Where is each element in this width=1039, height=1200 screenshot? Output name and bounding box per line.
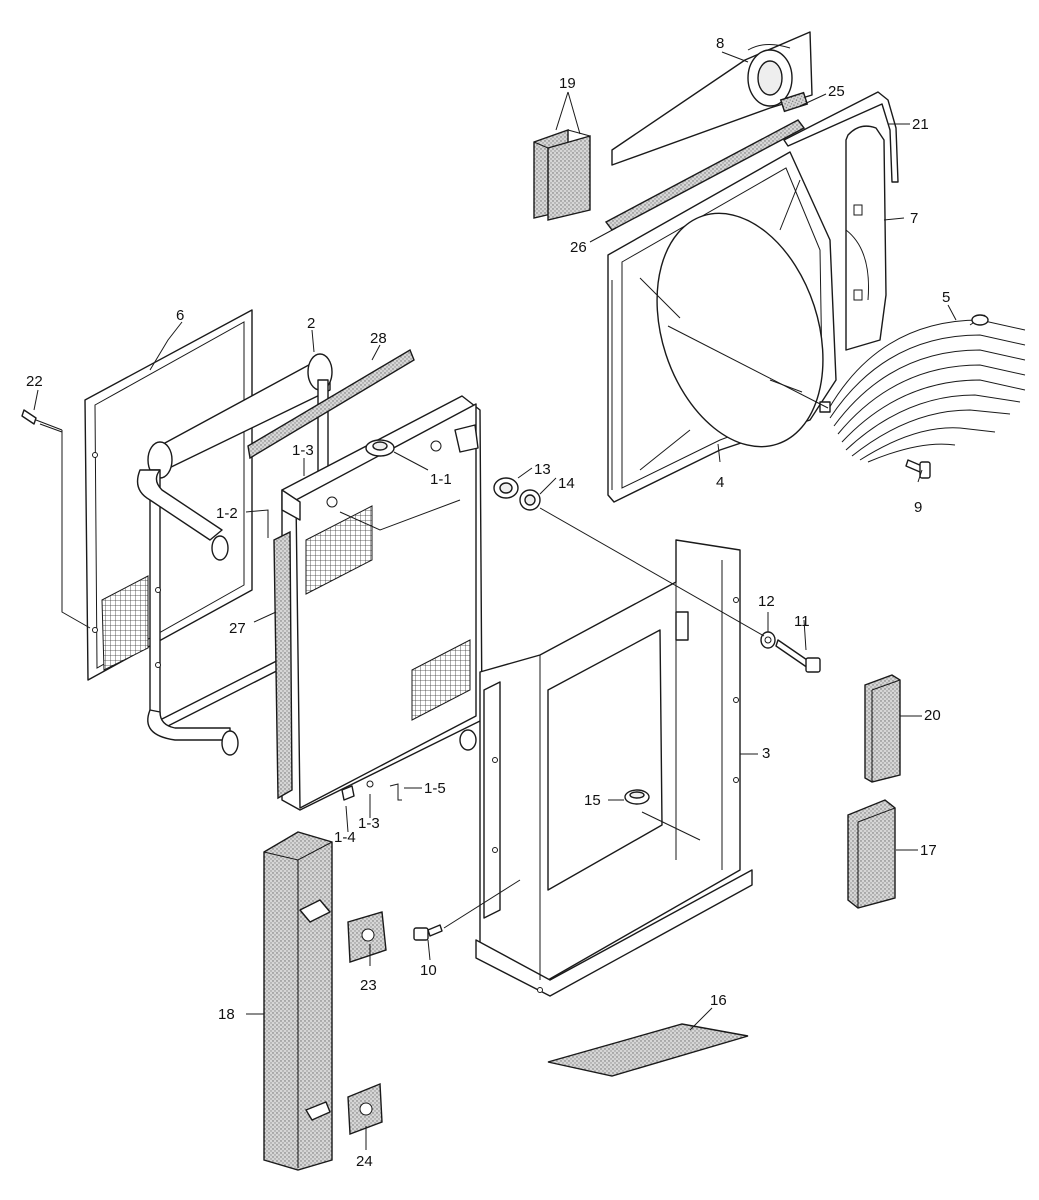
part-8-upper-duct (611, 31, 813, 166)
callout-11: 11 (794, 613, 810, 630)
part-1-radiator-core (281, 395, 483, 811)
part-22-wing-bolt (21, 409, 91, 629)
part-14-bushing (519, 489, 541, 511)
part-11-bolt (775, 639, 821, 673)
part-13-bushing (493, 477, 519, 499)
callout-1-4: 1-4 (334, 829, 356, 846)
callout-1-3a: 1-3 (292, 442, 314, 459)
part-21-rod (783, 91, 899, 183)
part-7-side-bracket (845, 125, 887, 351)
part-26-seal-strip (604, 119, 806, 231)
part-16-flat-pad (547, 1023, 749, 1077)
callout-28: 28 (370, 330, 387, 347)
part-4-fan-shroud (607, 151, 837, 503)
callout-13: 13 (534, 461, 551, 478)
callout-3: 3 (762, 745, 770, 762)
part-19-foam-blocks (533, 129, 591, 221)
callout-18: 18 (218, 1006, 235, 1023)
callout-10: 10 (420, 962, 437, 979)
callout-12: 12 (758, 593, 775, 610)
callout-8: 8 (716, 35, 724, 52)
callout-7: 7 (910, 210, 918, 227)
part-23-pad (347, 911, 387, 963)
part-24-pad (347, 1082, 383, 1135)
callout-24: 24 (356, 1153, 373, 1170)
callout-1-2: 1-2 (216, 505, 238, 522)
part-15-grommet (624, 789, 650, 805)
part-27-side-seal (273, 530, 293, 800)
callout-26: 26 (570, 239, 587, 256)
part-9-bolt (905, 459, 931, 479)
callout-16: 16 (710, 992, 727, 1009)
callout-20: 20 (924, 707, 941, 724)
callout-17: 17 (920, 842, 937, 859)
callout-22: 22 (26, 373, 43, 390)
part-20-foam-block (864, 674, 901, 783)
callout-2: 2 (307, 315, 315, 332)
callout-9: 9 (914, 499, 922, 516)
callout-labels: 8 19 25 21 7 26 5 4 9 6 2 28 22 1-3 1-1 … (26, 35, 950, 1170)
leader-lines (33, 51, 957, 1150)
callout-1-3b: 1-3 (358, 815, 380, 832)
part-18-tall-foam (263, 831, 333, 1171)
callout-15: 15 (584, 792, 601, 809)
part-25-pad (779, 91, 809, 113)
part-17-foam-block (847, 799, 896, 909)
part-12-washer (760, 631, 776, 649)
callout-4: 4 (716, 474, 724, 491)
callout-5: 5 (942, 289, 950, 306)
part-28-strip (247, 348, 415, 460)
callout-25: 25 (828, 83, 845, 100)
callout-6: 6 (176, 307, 184, 324)
callout-19: 19 (559, 75, 576, 92)
callout-27: 27 (229, 620, 246, 637)
callout-14: 14 (558, 475, 575, 492)
callout-21: 21 (912, 116, 929, 133)
callout-1-5: 1-5 (424, 780, 446, 797)
part-10-bolt (413, 924, 443, 941)
callout-1-1: 1-1 (430, 471, 452, 488)
part-5-hose-bundle (819, 314, 1026, 463)
callout-23: 23 (360, 977, 377, 994)
part-3-mount-frame (475, 539, 753, 997)
